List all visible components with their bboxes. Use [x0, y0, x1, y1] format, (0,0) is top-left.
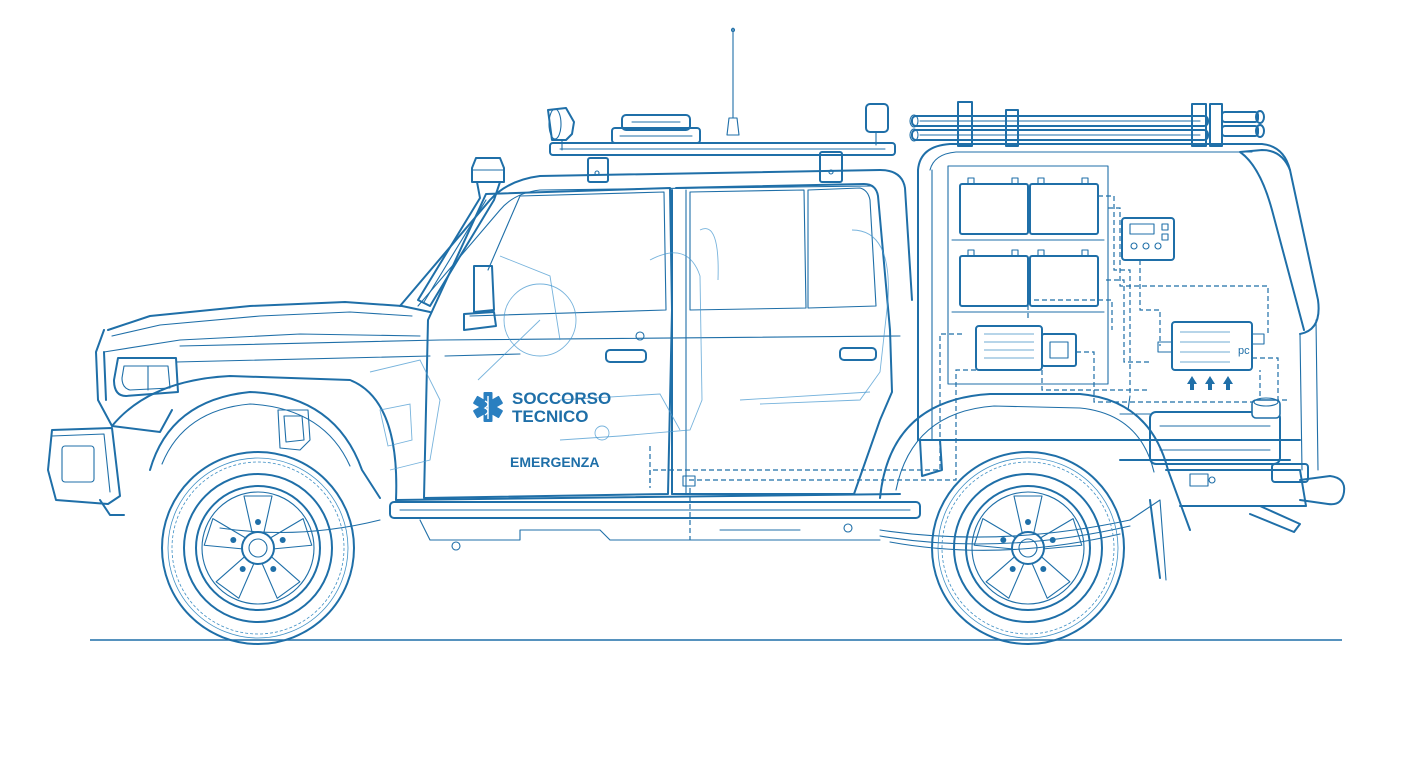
spotlight-left: [547, 107, 575, 151]
rear-bumper: [1165, 463, 1346, 533]
rear-module: pc: [649, 143, 1320, 540]
front-wheel: [161, 451, 355, 645]
logo-line-2: TECNICO: [512, 407, 589, 426]
spotlight-right: [865, 103, 889, 146]
inverter-unit: [1157, 321, 1265, 371]
door-label: EMERGENZA: [510, 454, 599, 470]
inverter-mark: pc: [1238, 345, 1250, 357]
wiring-harness: [649, 195, 1290, 540]
rescue-poles: [909, 101, 1265, 147]
charger-unit: [975, 325, 1077, 371]
star-of-life-icon: [473, 392, 503, 422]
rear-fender: [879, 393, 1191, 531]
antenna: [726, 27, 740, 136]
interior-ghost: [369, 228, 889, 471]
snorkel: [417, 157, 505, 307]
arrow-up-icon: [1187, 376, 1233, 390]
water-tank: [1149, 397, 1281, 465]
rear-door: [671, 183, 893, 495]
side-mirror: [463, 265, 497, 331]
roof-rack: [547, 103, 896, 183]
control-panel: [1121, 217, 1175, 261]
logo-line-1: SOCCORSO: [512, 389, 611, 408]
rear-wheel: [931, 451, 1125, 645]
light-bar: [611, 114, 701, 144]
headlight: [113, 357, 179, 397]
front-bumper: [47, 427, 125, 516]
vehicle-body: [47, 169, 921, 541]
battery-bank: [959, 177, 1099, 307]
